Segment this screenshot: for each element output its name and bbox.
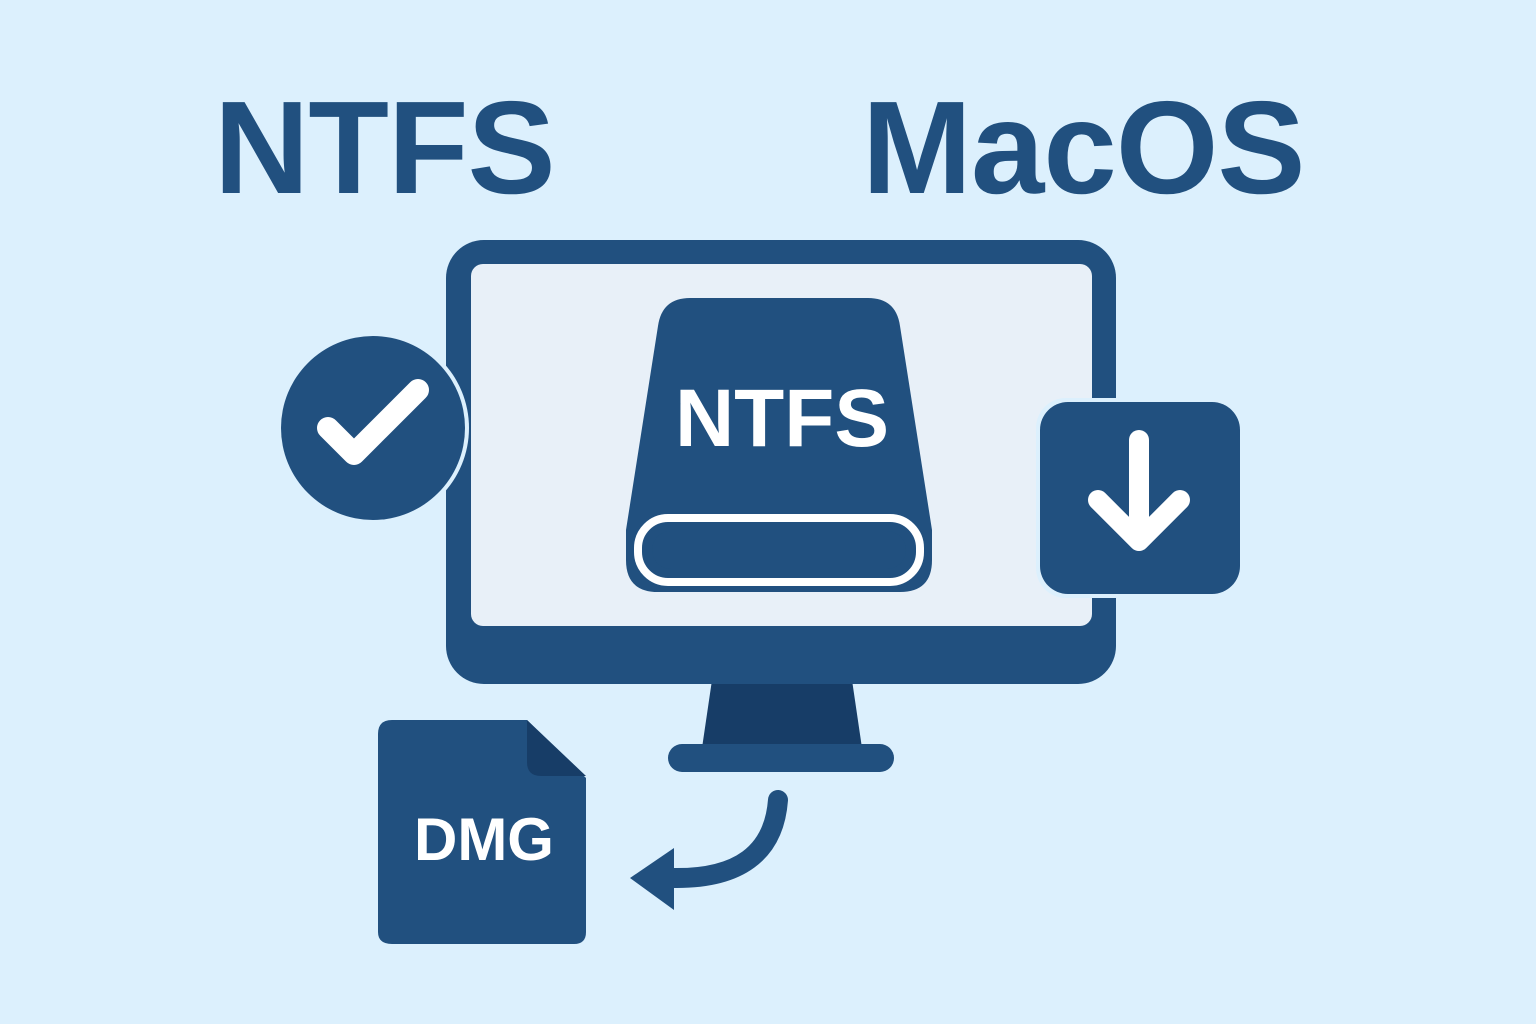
monitor-stand-neck	[702, 680, 862, 748]
dmg-file-label: DMG	[414, 806, 554, 873]
checkmark-icon	[277, 332, 469, 524]
drive-slot-outline	[634, 514, 924, 586]
drive-label: NTFS	[675, 373, 889, 464]
curved-arrow-icon	[630, 790, 788, 910]
heading-ntfs: NTFS	[214, 74, 556, 221]
download-arrow-head	[1088, 490, 1190, 551]
download-arrow-icon	[1036, 398, 1244, 598]
dmg-file-body	[378, 720, 586, 944]
dmg-file-corner	[527, 720, 586, 776]
curved-arrow-head	[630, 848, 674, 910]
hard-drive-icon: NTFS	[626, 298, 932, 592]
heading-macos: MacOS	[862, 74, 1305, 221]
dmg-file-icon: DMG	[378, 720, 586, 944]
curved-arrow-path	[662, 790, 788, 889]
drive-slot	[652, 531, 906, 569]
monitor-stand-base	[668, 744, 894, 772]
check-mark	[317, 379, 429, 465]
